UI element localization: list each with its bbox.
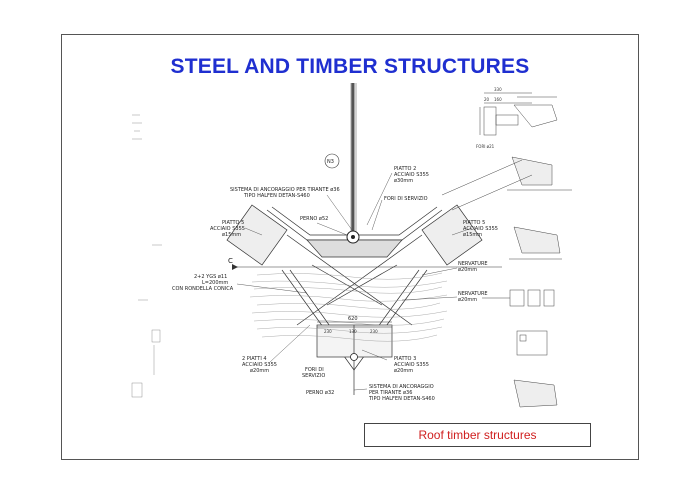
label-piatti4-2: ø20mm xyxy=(250,368,269,374)
label-nervature2-0: NERVATURE xyxy=(458,291,488,297)
vertical-tie-rod xyxy=(350,83,357,235)
label-sistema-top-1: TIPO HALFEN DETAN-S460 xyxy=(243,193,310,199)
label-piatto5-right-1: ACCIAIO S355 xyxy=(463,226,498,232)
label-piatto5-left-2: ø15mm xyxy=(222,232,241,238)
detail-fori-label: FORI ø21 xyxy=(476,144,495,149)
slide-frame: STEEL AND TIMBER STRUCTURES N3 xyxy=(61,34,639,460)
label-piatto3-2: ø20mm xyxy=(394,368,413,374)
dim-1: 230 xyxy=(324,329,332,334)
caption-box: Roof timber structures xyxy=(364,423,591,447)
detail-dim-2: 160 xyxy=(494,97,502,102)
label-sistema-bottom-2: TIPO HALFEN DETAN-S460 xyxy=(368,396,435,402)
label-perno-bottom: PERNO ø32 xyxy=(306,390,334,396)
node-tag-circle xyxy=(324,153,340,169)
label-piatto2-1: ACCIAIO S355 xyxy=(394,172,429,178)
slide-title: STEEL AND TIMBER STRUCTURES xyxy=(170,55,530,78)
label-nervature1-1: ø20mm xyxy=(458,267,477,273)
dim-total: 620 xyxy=(348,316,358,322)
label-fori-top: FORI DI SERVIZIO xyxy=(384,196,428,202)
left-margin-details xyxy=(131,114,162,398)
timber-grain xyxy=(249,272,448,342)
label-piatto3-0: PIATTO 3 xyxy=(394,356,416,362)
detail-dim-0: 330 xyxy=(494,87,502,92)
label-piatti4-1: ACCIAIO S355 xyxy=(242,362,277,368)
dimension-lines xyxy=(317,321,392,328)
label-perno-top: PERNO ø52 xyxy=(300,216,328,222)
detail-dim-1: 20 xyxy=(484,97,490,102)
label-fori-bottom-1: SERVIZIO xyxy=(302,373,325,379)
label-bolts-0: 2+2 YGS ø11 xyxy=(194,274,227,280)
label-fori-bottom-0: FORI DI xyxy=(305,367,324,373)
right-detail-drawings xyxy=(441,92,572,408)
label-bolts-2: CON RONDELLA CONICA xyxy=(172,286,234,292)
label-bolts-1: L=200mm xyxy=(202,280,228,286)
label-sistema-bottom-0: SISTEMA DI ANCORAGGIO xyxy=(369,384,434,390)
node-tag-label: N3 xyxy=(327,159,334,165)
section-marker: C xyxy=(228,257,233,265)
label-piatto2-2: ø30mm xyxy=(394,178,413,184)
technical-drawing: N3 xyxy=(131,83,572,408)
label-piatto2-0: PIATTO 2 xyxy=(394,166,416,172)
pin-circle-bottom xyxy=(350,353,358,361)
label-nervature1-0: NERVATURE xyxy=(458,261,488,267)
label-nervature2-1: ø20mm xyxy=(458,297,477,303)
label-sistema-bottom-1: PER TIRANTE ø36 xyxy=(369,390,412,396)
label-sistema-top-0: SISTEMA DI ANCORAGGIO PER TIRANTE ø36 xyxy=(230,187,340,193)
leader-lines xyxy=(236,172,473,391)
dim-2: 130 xyxy=(349,329,357,334)
label-piatti4-0: 2 PIATTI 4 xyxy=(242,356,267,362)
label-piatto5-left-1: ACCIAIO S355 xyxy=(210,226,245,232)
label-piatto5-left-0: PIATTO 5 xyxy=(222,220,244,226)
label-piatto3-1: ACCIAIO S355 xyxy=(394,362,429,368)
label-piatto5-right-0: PIATTO 5 xyxy=(463,220,485,226)
dim-3: 230 xyxy=(370,329,378,334)
label-piatto5-right-2: ø15mm xyxy=(463,232,482,238)
